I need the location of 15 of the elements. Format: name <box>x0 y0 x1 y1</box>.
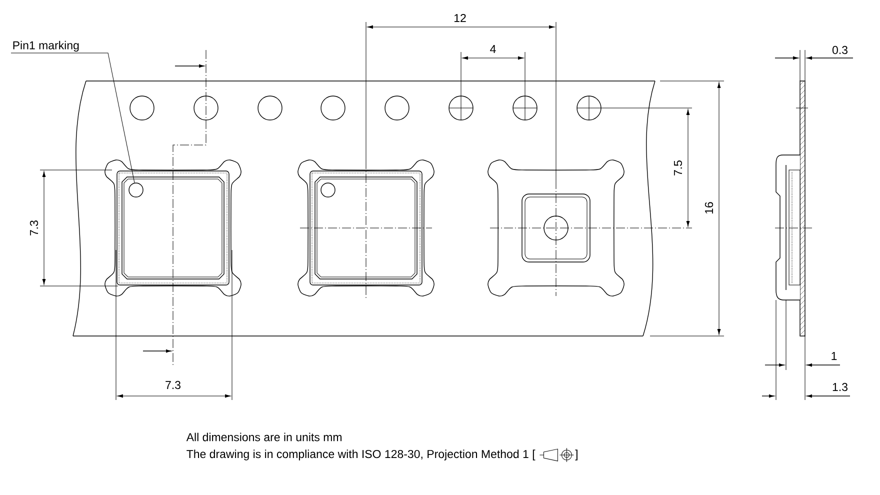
dimension-label: 16 <box>704 202 714 214</box>
bracket-text: ] <box>575 450 578 460</box>
note-text: The drawing is in compliance with ISO 128-30, Projection Method 1 [ <box>186 450 536 460</box>
callout-text: Pin1 marking <box>13 40 79 52</box>
dimension-label: 12 <box>454 14 466 22</box>
dimension-label: 7.5 <box>674 160 682 176</box>
dimension-label: 4 <box>490 45 496 53</box>
dimension-label: 0.3 <box>832 46 848 54</box>
dimension-label: 1.3 <box>832 382 848 392</box>
dimension-label: 7.3 <box>166 380 180 390</box>
pin-marking-dot <box>128 182 144 198</box>
leader-line <box>10 52 135 184</box>
dimension-label: 7.3 <box>30 220 38 236</box>
note-text: All dimensions are in units mm <box>186 432 342 442</box>
dimension-label: 1 <box>832 352 837 360</box>
